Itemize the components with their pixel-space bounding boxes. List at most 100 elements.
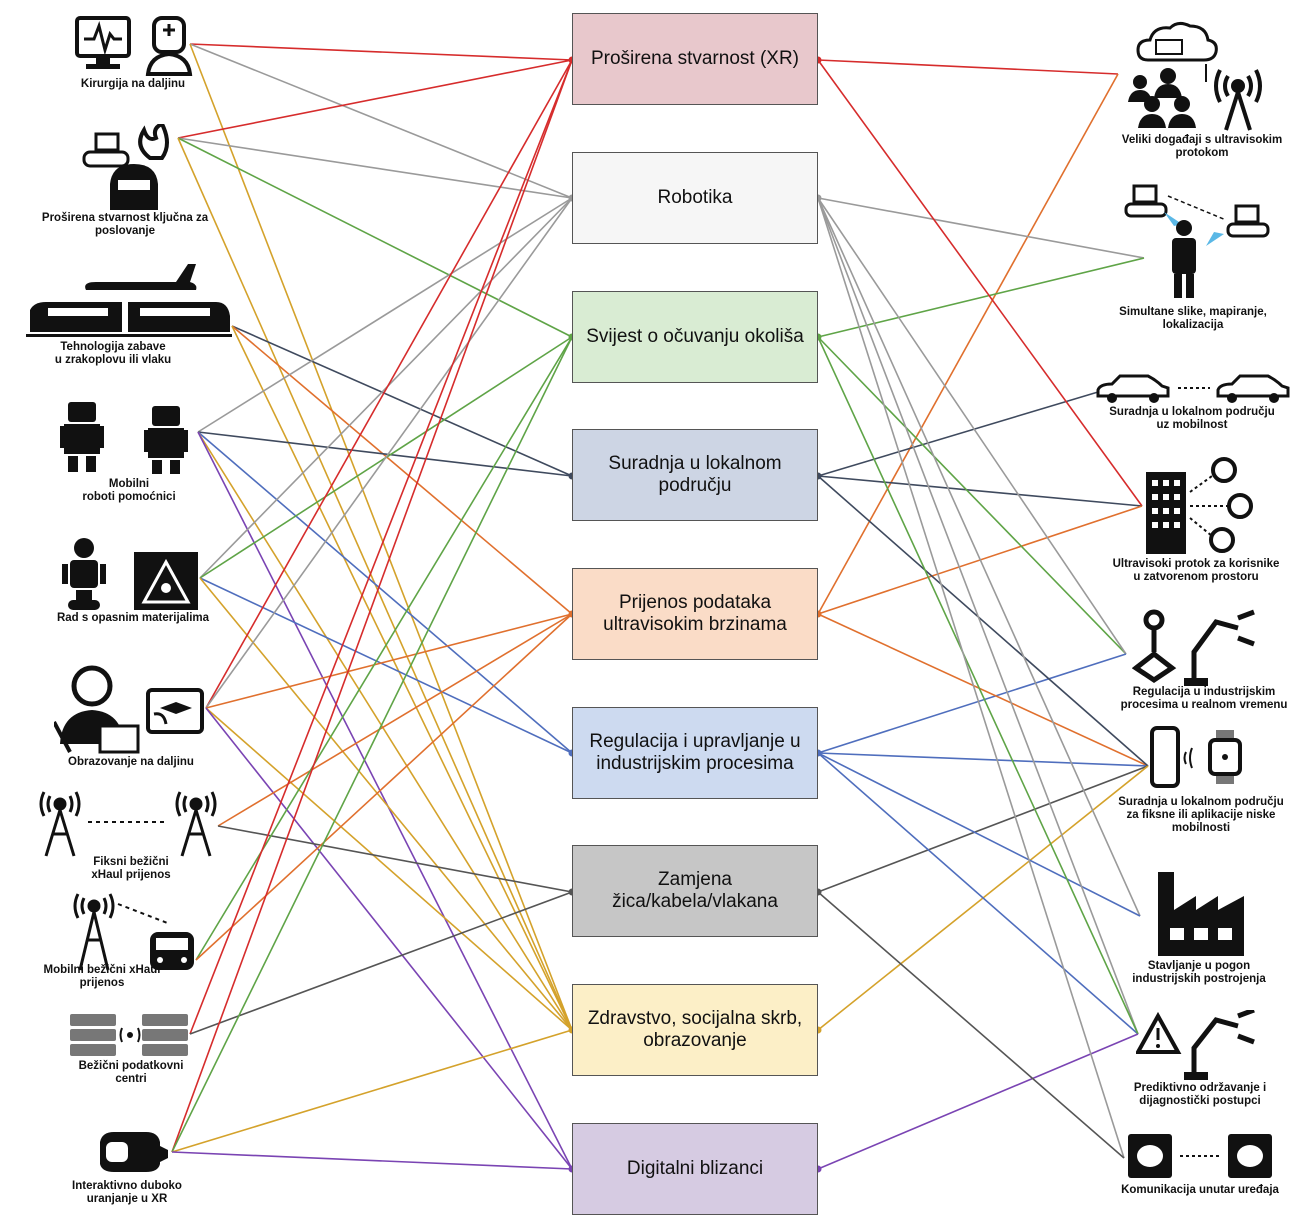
hub-local-label: Suradnja u lokalnom području <box>608 453 782 496</box>
connector-R9-robotics <box>817 197 1125 1159</box>
connector-R2-robotics <box>817 197 1145 259</box>
connector-R6-industrial <box>817 752 1149 767</box>
factory-icon <box>1156 870 1246 958</box>
connector-R2-environment <box>817 257 1145 338</box>
connector-L6-twins <box>205 707 573 1170</box>
hub-robotics-label: Robotika <box>657 187 733 208</box>
connector-R5-industrial <box>817 653 1127 754</box>
connector-L2-environment <box>177 137 573 338</box>
warning-arm-icon <box>1134 1007 1262 1080</box>
left-node-label-7: Fiksni bežični xHaul prijenos <box>91 856 171 881</box>
connector-L4-twins <box>197 431 573 1170</box>
servers-icon <box>70 1012 190 1060</box>
connector-L10-twins <box>171 1151 573 1170</box>
crowd-antenna-icon <box>1118 20 1264 132</box>
hub-xr: Proširena stvarnost (XR) <box>572 13 818 105</box>
connector-L10-xr <box>171 59 573 1153</box>
connector-L3-local <box>231 325 573 477</box>
robot-firefighter-icon <box>82 121 178 212</box>
connector-R9-wire <box>817 891 1125 1159</box>
right-node-label-5: Regulacija u industrijskim procesima u r… <box>1120 686 1288 711</box>
connector-L5-health <box>199 577 573 1031</box>
left-node-label-10: Interaktivno duboko uranjanje u XR <box>72 1180 182 1205</box>
connector-R8-environment <box>817 336 1139 1035</box>
monitor-surgeon-icon <box>74 14 194 76</box>
connector-R8-industrial <box>817 752 1139 1035</box>
hub-health: Zdravstvo, socijalna skrb, obrazovanje <box>572 984 818 1076</box>
connector-R1-xr <box>817 59 1119 75</box>
connector-L1-health <box>189 43 573 1031</box>
connector-R4-xr <box>817 59 1143 507</box>
connector-L2-xr <box>177 59 573 139</box>
connector-L6-robotics <box>205 197 573 709</box>
connector-R8-robotics <box>817 197 1139 1035</box>
left-node-label-1: Kirurgija na daljinu <box>80 78 186 90</box>
right-node-label-1: Veliki događaji s ultravisokim protokom <box>1121 134 1283 159</box>
hub-industrial: Regulacija i upravljanje u industrijskim… <box>572 707 818 799</box>
hub-environment-label: Svijest o očuvanju okoliša <box>586 326 804 347</box>
right-node-label-6: Suradnja u lokalnom području za fiksne i… <box>1118 796 1284 834</box>
connector-R5-environment <box>817 336 1127 655</box>
left-node-label-6: Obrazovanje na daljinu <box>68 756 194 768</box>
left-node-label-8: Mobilni bežični xHaul prijenos <box>43 964 161 989</box>
hub-environment: Svijest o očuvanju okoliša <box>572 291 818 383</box>
cars-icon <box>1096 374 1290 404</box>
left-node-label-9: Bežični podatkovni centri <box>78 1060 184 1085</box>
plane-train-icon <box>26 260 232 338</box>
hub-twins-label: Digitalni blizanci <box>626 1158 764 1179</box>
connector-L9-xr <box>189 59 573 1035</box>
connector-L7-wire <box>217 825 573 893</box>
right-node-label-3: Suradnja u lokalnom području uz mobilnos… <box>1109 406 1275 431</box>
hub-wire-label: Zamjena žica/kabela/vlakana <box>612 869 778 912</box>
right-node-label-7: Stavljanje u pogon industrijskih postroj… <box>1132 960 1266 985</box>
vr-headset-icon <box>96 1128 170 1176</box>
building-users-icon <box>1142 456 1262 556</box>
connector-L6-xr <box>205 59 573 709</box>
connector-R8-twins <box>817 1033 1139 1170</box>
left-node-label-3: Tehnologija zabave u zrakoplovu ili vlak… <box>54 341 172 366</box>
antenna-train-icon <box>72 892 198 974</box>
connector-L6-health <box>205 707 573 1031</box>
robot-person-icon <box>1124 176 1270 300</box>
connector-L10-health <box>171 1029 573 1153</box>
connector-R6-local <box>817 475 1149 767</box>
right-node-label-4: Ultravisoki protok za korisnike u zatvor… <box>1112 558 1280 583</box>
hub-transfer: Prijenos podataka ultravisokim brzinama <box>572 568 818 660</box>
connector-L4-local <box>197 431 573 477</box>
connector-L4-health <box>197 431 573 1031</box>
connector-L8-environment <box>195 336 573 961</box>
connector-L6-transfer <box>205 613 573 709</box>
connector-L3-transfer <box>231 325 573 615</box>
connector-L5-industrial <box>199 577 573 754</box>
chips-icon <box>1126 1132 1274 1180</box>
connector-R3-local <box>817 391 1099 477</box>
teacher-icon <box>52 664 204 756</box>
joystick-arm-icon <box>1131 608 1262 686</box>
links-layer <box>171 43 1149 1170</box>
hub-twins: Digitalni blizanci <box>572 1123 818 1215</box>
connector-L9-wire <box>189 891 573 1035</box>
antenna-pair-icon <box>38 790 218 858</box>
hub-industrial-label: Regulacija i upravljanje u industrijskim… <box>589 731 801 774</box>
connector-L2-robotics <box>177 137 573 199</box>
connector-R1-transfer <box>817 73 1119 615</box>
hub-health-label: Zdravstvo, socijalna skrb, obrazovanje <box>587 1008 803 1051</box>
right-node-label-2: Simultane slike, mapiranje, lokalizacija <box>1119 306 1267 331</box>
right-node-label-9: Komunikacija unutar uređaja <box>1121 1184 1279 1196</box>
hub-xr-label: Proširena stvarnost (XR) <box>590 48 799 69</box>
connector-R5-robotics <box>817 197 1127 655</box>
left-node-label-2: Proširena stvarnost ključna za poslovanj… <box>41 212 209 237</box>
connector-L8-transfer <box>195 613 573 961</box>
connector-L1-robotics <box>189 43 573 199</box>
connector-R6-wire <box>817 765 1149 893</box>
connector-R4-local <box>817 475 1143 507</box>
connector-L1-xr <box>189 43 573 61</box>
connector-L7-transfer <box>217 613 573 827</box>
connector-R6-transfer <box>817 613 1149 767</box>
connector-L4-industrial <box>197 431 573 754</box>
hub-wire: Zamjena žica/kabela/vlakana <box>572 845 818 937</box>
hazard-robot-icon <box>58 536 200 612</box>
left-node-label-4: Mobilni roboti pomoćnici <box>82 478 176 503</box>
connector-R7-industrial <box>817 752 1141 917</box>
